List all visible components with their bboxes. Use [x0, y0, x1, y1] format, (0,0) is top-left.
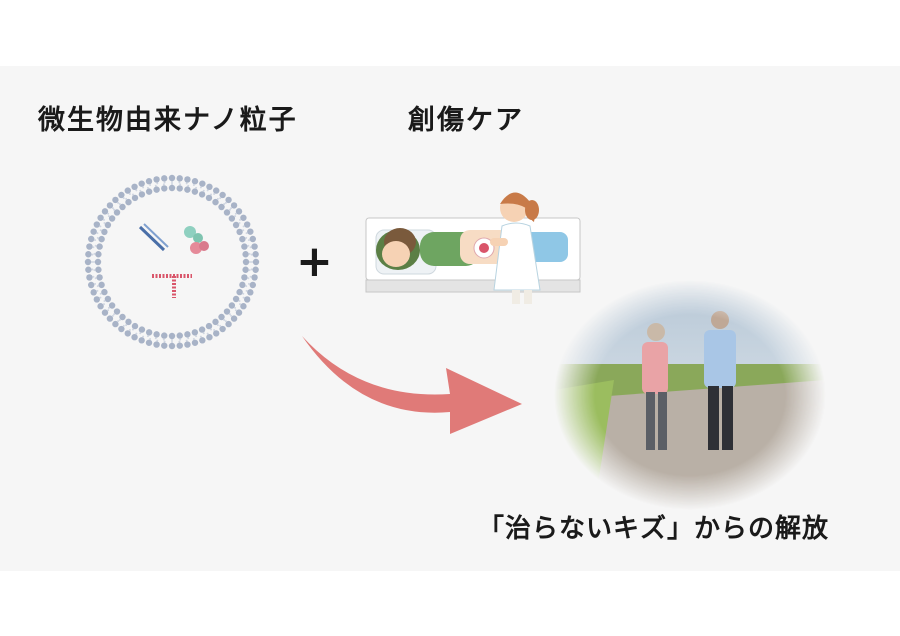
- woman-walking: [642, 323, 668, 450]
- curved-arrow-icon: [302, 336, 522, 434]
- heading-nanoparticle: 微生物由来ナノ粒子: [38, 105, 298, 136]
- cargo-dna-icon: [138, 223, 169, 252]
- nanoparticle-icon: [84, 174, 260, 350]
- elderly-couple-photo: [554, 280, 826, 510]
- man-walking: [704, 311, 736, 450]
- cargo-rna-icon: [152, 274, 192, 298]
- heading-wound-care: 創傷ケア: [408, 105, 524, 136]
- caption-outcome: 「治らないキズ」からの解放: [478, 514, 830, 544]
- nurse-figure: [490, 192, 541, 304]
- plus-sign: +: [296, 236, 333, 287]
- wound-care-illustration: [365, 192, 581, 304]
- cargo-protein-icon: [184, 226, 209, 254]
